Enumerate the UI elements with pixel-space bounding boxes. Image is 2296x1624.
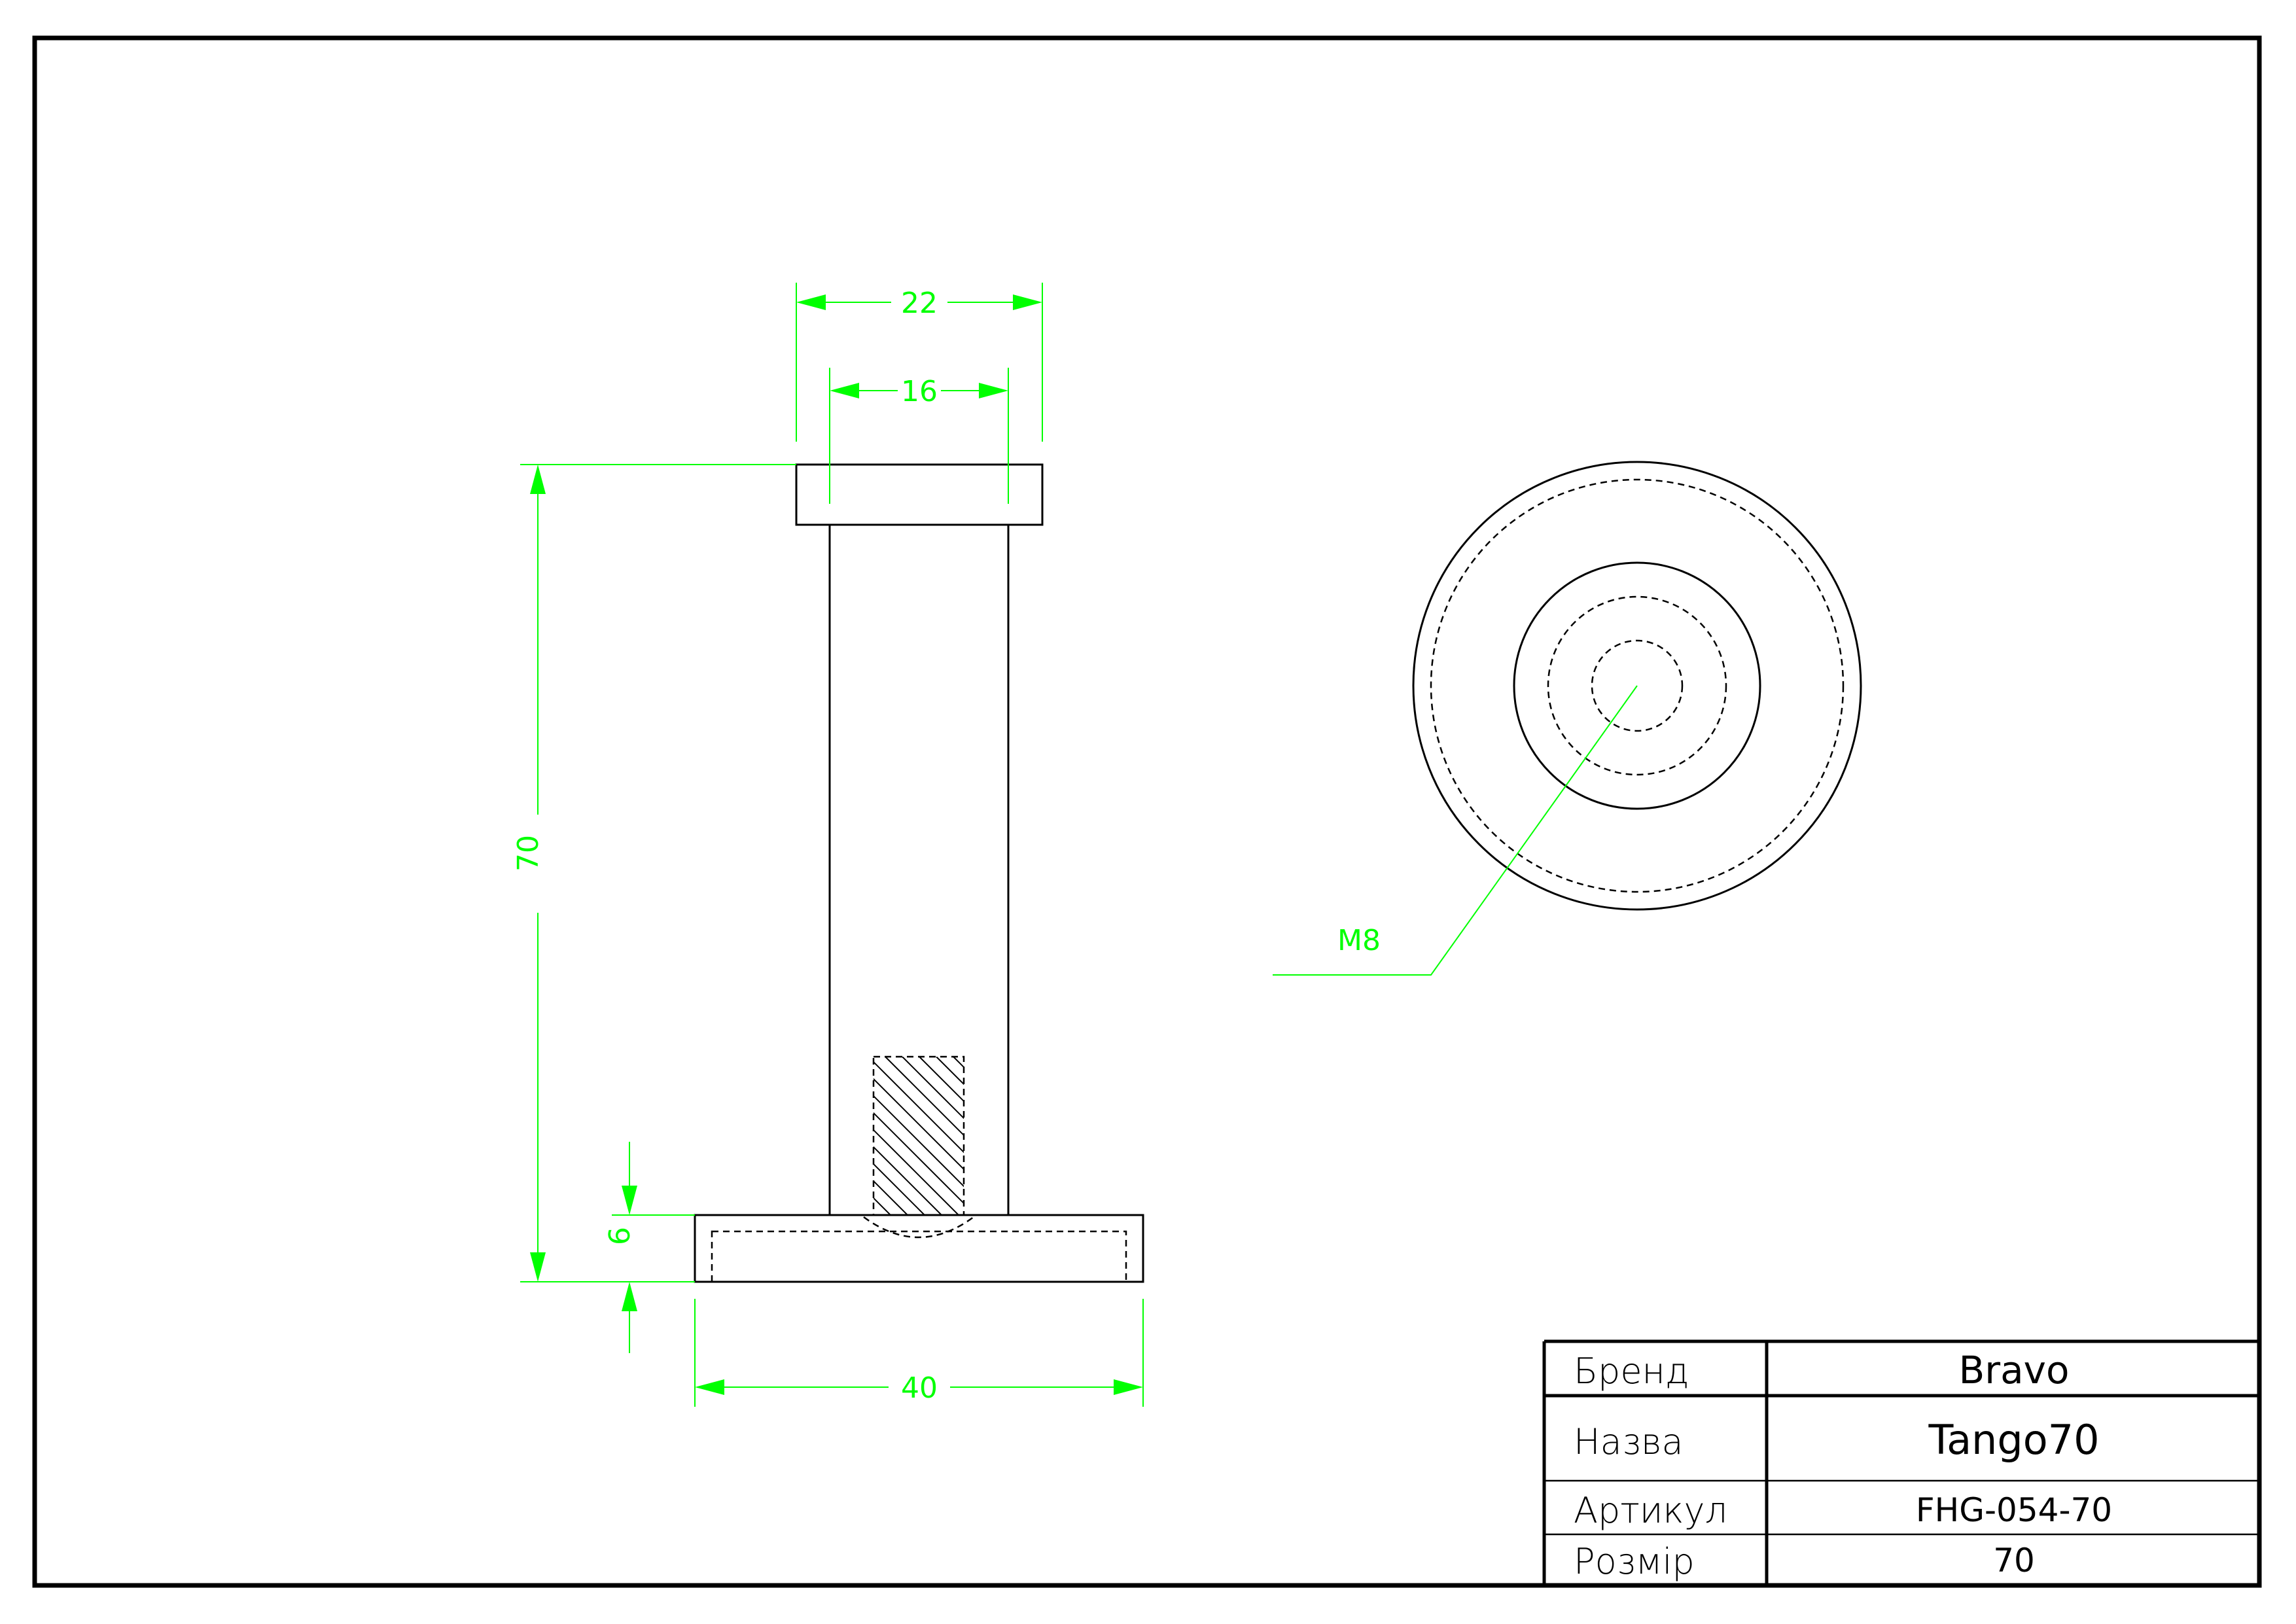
title-block: Бренд Bravo Назва Tango70 Артикул FHG-05… xyxy=(1542,1339,2259,1585)
hatch-line xyxy=(1089,1057,1248,1215)
name-value: Tango70 xyxy=(1928,1416,2099,1464)
tube-circle xyxy=(1513,561,1761,810)
hatch-line xyxy=(874,1112,964,1205)
hatch-line xyxy=(987,1057,1146,1215)
hatch-line xyxy=(885,1057,964,1137)
screw-hidden-tip xyxy=(863,1216,974,1239)
hatch-line xyxy=(874,1078,964,1171)
hatch-line xyxy=(874,1129,959,1215)
name-label: Назва xyxy=(1574,1421,1684,1462)
hatch-line xyxy=(1055,1057,1214,1215)
hatch-line xyxy=(1021,1057,1180,1215)
hatch-line xyxy=(874,1197,891,1215)
top-cap xyxy=(795,463,1044,526)
tube-hidden-circle xyxy=(1547,595,1727,776)
outer-hidden-circle xyxy=(1430,478,1845,893)
base-hidden-recess xyxy=(711,1230,1127,1283)
hatch-line xyxy=(874,1146,942,1215)
hatch-line xyxy=(1106,1057,1265,1215)
hatch-line xyxy=(874,1180,908,1215)
dimension-16-label: 16 xyxy=(901,375,938,408)
tube-body xyxy=(828,523,1010,1216)
hatch-line xyxy=(936,1057,964,1086)
thread-hatching xyxy=(715,1057,1265,1215)
dimension-22-label: 22 xyxy=(901,287,938,320)
sheet-border xyxy=(32,35,2262,1588)
hatch-line xyxy=(1004,1057,1163,1215)
hatch-line xyxy=(715,1057,874,1215)
dimension-70: 70 xyxy=(512,464,796,1282)
base-plate xyxy=(694,1214,1144,1283)
hatch-line xyxy=(1038,1057,1197,1215)
hatch-line xyxy=(1072,1057,1231,1215)
dimension-6: 6 xyxy=(603,1142,695,1353)
article-label: Артикул xyxy=(1574,1490,1727,1531)
front-view xyxy=(694,463,1265,1283)
brand-value: Bravo xyxy=(1959,1348,2070,1392)
hatch-line xyxy=(874,1163,925,1215)
top-view: M8 xyxy=(1273,461,1862,976)
m8-leader-line xyxy=(1273,685,1638,976)
thread-hidden-circle xyxy=(1591,639,1684,732)
hatch-line xyxy=(874,1061,964,1154)
size-label: Розмір xyxy=(1574,1541,1695,1582)
dimension-6-label: 6 xyxy=(603,1227,637,1245)
thread-callout-label: M8 xyxy=(1337,924,1381,957)
hatch-line xyxy=(970,1057,1129,1215)
hatch-line xyxy=(953,1057,964,1068)
outer-circle xyxy=(1412,461,1862,911)
dimension-22: 22 xyxy=(796,283,1043,442)
dimension-40-label: 40 xyxy=(901,1371,938,1405)
hatch-line xyxy=(919,1057,964,1103)
brand-label: Бренд xyxy=(1574,1350,1689,1392)
hatch-line xyxy=(874,1095,964,1188)
dimension-70-label: 70 xyxy=(512,835,545,872)
size-value: 70 xyxy=(1993,1542,2035,1580)
hatch-line xyxy=(902,1057,964,1120)
dimension-16: 16 xyxy=(829,368,1009,504)
dimension-40: 40 xyxy=(694,1299,1144,1407)
article-value: FHG-054-70 xyxy=(1916,1491,2112,1529)
